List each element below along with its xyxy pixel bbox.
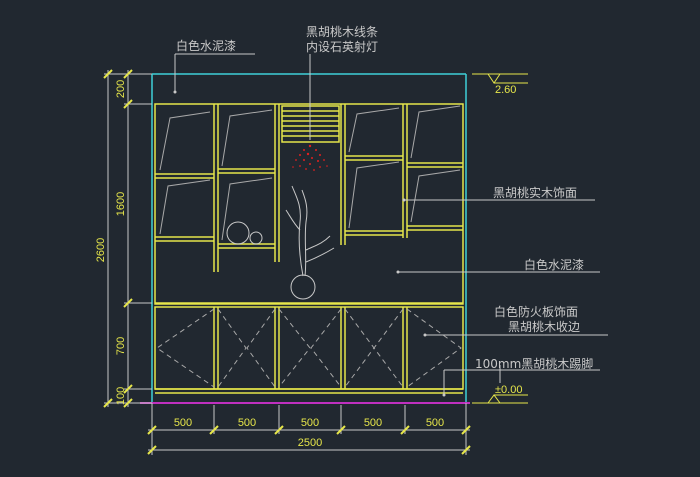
dim-width-5: 500 — [426, 417, 444, 429]
level-top-value: 2.60 — [495, 84, 516, 96]
leader-dots — [173, 90, 446, 397]
dim-total-height: 2600 — [95, 238, 107, 262]
dim-width-1: 500 — [174, 417, 192, 429]
annotation-skirting: 100mm黑胡桃木踢脚 — [475, 356, 593, 371]
annotation-fireproof-board: 白色防火板饰面 — [494, 304, 578, 319]
dim-width-3: 500 — [301, 417, 319, 429]
level-marker-top — [472, 73, 528, 84]
left-dimension-lines — [104, 70, 152, 407]
level-marker-bottom — [472, 394, 528, 404]
lower-cabinet — [154, 306, 464, 394]
dim-base-height: 100 — [115, 387, 127, 405]
door-swing-marks — [156, 308, 462, 388]
annotation-top-center-2: 内设石英射灯 — [306, 39, 378, 54]
annotation-wood-veneer: 黑胡桃实木饰面 — [493, 185, 577, 200]
spotlight-glow — [292, 144, 328, 171]
annotation-top-center-1: 黑胡桃木线条 — [306, 24, 378, 39]
glass-reflections — [159, 105, 461, 241]
dim-top-height: 200 — [115, 80, 127, 98]
bottom-dimension-ticks — [147, 425, 471, 455]
dim-width-2: 500 — [238, 417, 256, 429]
upper-cabinet — [154, 103, 464, 305]
annotation-wood-edging: 黑胡桃木收边 — [508, 319, 580, 334]
level-bottom-value: ±0.00 — [495, 384, 522, 396]
branch-vase-decor — [285, 185, 335, 300]
decor-spheres — [226, 221, 263, 245]
annotation-cement-paint: 白色水泥漆 — [524, 257, 584, 272]
dim-low-height: 700 — [115, 337, 127, 355]
dim-mid-height: 1600 — [115, 192, 127, 216]
leader-lines — [174, 53, 608, 395]
dim-total-width: 2500 — [298, 437, 322, 449]
dim-width-4: 500 — [364, 417, 382, 429]
annotation-top-left: 白色水泥漆 — [176, 38, 236, 53]
left-dimension-ticks — [103, 69, 133, 408]
wall-outline — [151, 73, 467, 403]
